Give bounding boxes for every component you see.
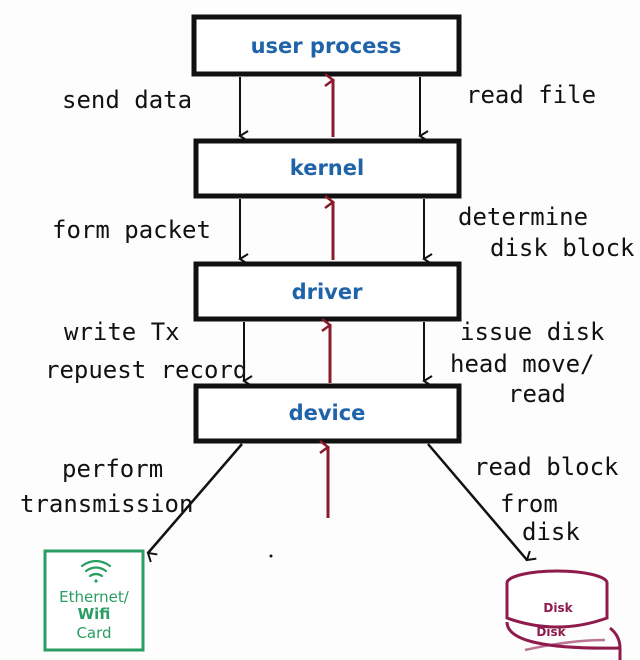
disk-stack: Disk Disk <box>505 569 622 660</box>
layer-box-driver: driver <box>193 261 462 322</box>
card-label-line3: Card <box>76 624 111 642</box>
annotation-read-block-line3: disk <box>522 518 580 546</box>
annotation-send-data: send data <box>62 86 192 114</box>
annotation-form-packet: form packet <box>52 216 211 244</box>
annotation-read-file: read file <box>466 81 596 109</box>
card-label-line2: Wifi <box>78 605 111 623</box>
layer-label: user process <box>251 34 402 58</box>
annotation-issue-line2: head move/ <box>450 350 595 378</box>
disk-label-top: Disk <box>543 601 573 615</box>
card-label-line1: Ethernet/ <box>59 588 130 606</box>
layer-box-device: device <box>193 383 462 444</box>
network-card: Ethernet/ Wifi Card <box>43 549 145 652</box>
layer-label: kernel <box>290 156 364 180</box>
annotation-determine-line2: disk block <box>490 234 635 262</box>
layer-box-user-process: user process <box>191 14 462 77</box>
annotation-determine-line1: determine <box>458 203 588 231</box>
annotation-write-tx-line1: write Tx <box>64 318 180 346</box>
layer-label: driver <box>292 280 364 304</box>
layer-label: device <box>289 401 366 425</box>
wifi-icon <box>80 559 112 583</box>
annotation-issue-line3: read <box>508 380 566 408</box>
disk-label-bottom: Disk <box>536 625 566 639</box>
annotation-write-tx-line2: repuest record <box>45 356 247 384</box>
layer-box-kernel: kernel <box>193 138 462 199</box>
annotation-perform-line2: transmission <box>20 490 193 518</box>
annotation-read-block-line1: read block <box>474 453 619 481</box>
annotation-perform-line1: perform <box>62 455 163 483</box>
arrow-to-disk <box>427 443 537 562</box>
arrow-to-network-card <box>146 443 243 563</box>
annotation-read-block-line2: from <box>500 490 558 518</box>
annotation-issue-line1: issue disk <box>460 318 605 346</box>
stray-dot <box>269 554 273 558</box>
